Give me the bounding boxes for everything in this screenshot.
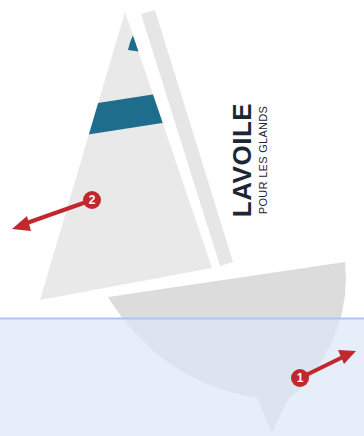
sail: [40, 12, 212, 300]
callout-circle: [83, 191, 101, 209]
waterline: [0, 318, 364, 320]
water: [0, 318, 364, 436]
sail-stripe: [40, 84, 220, 142]
brand-tagline: POUR LES GLANDS: [257, 106, 269, 214]
callout-number: 1: [291, 369, 309, 387]
arrow-head: [12, 216, 31, 231]
arrow-head: [338, 350, 356, 364]
callout-number: 2: [83, 191, 101, 209]
fin-logo: [128, 22, 142, 52]
brand-name: LAVOILE: [227, 103, 258, 217]
force-arrow: [24, 200, 92, 224]
callout-circle: [291, 369, 309, 387]
